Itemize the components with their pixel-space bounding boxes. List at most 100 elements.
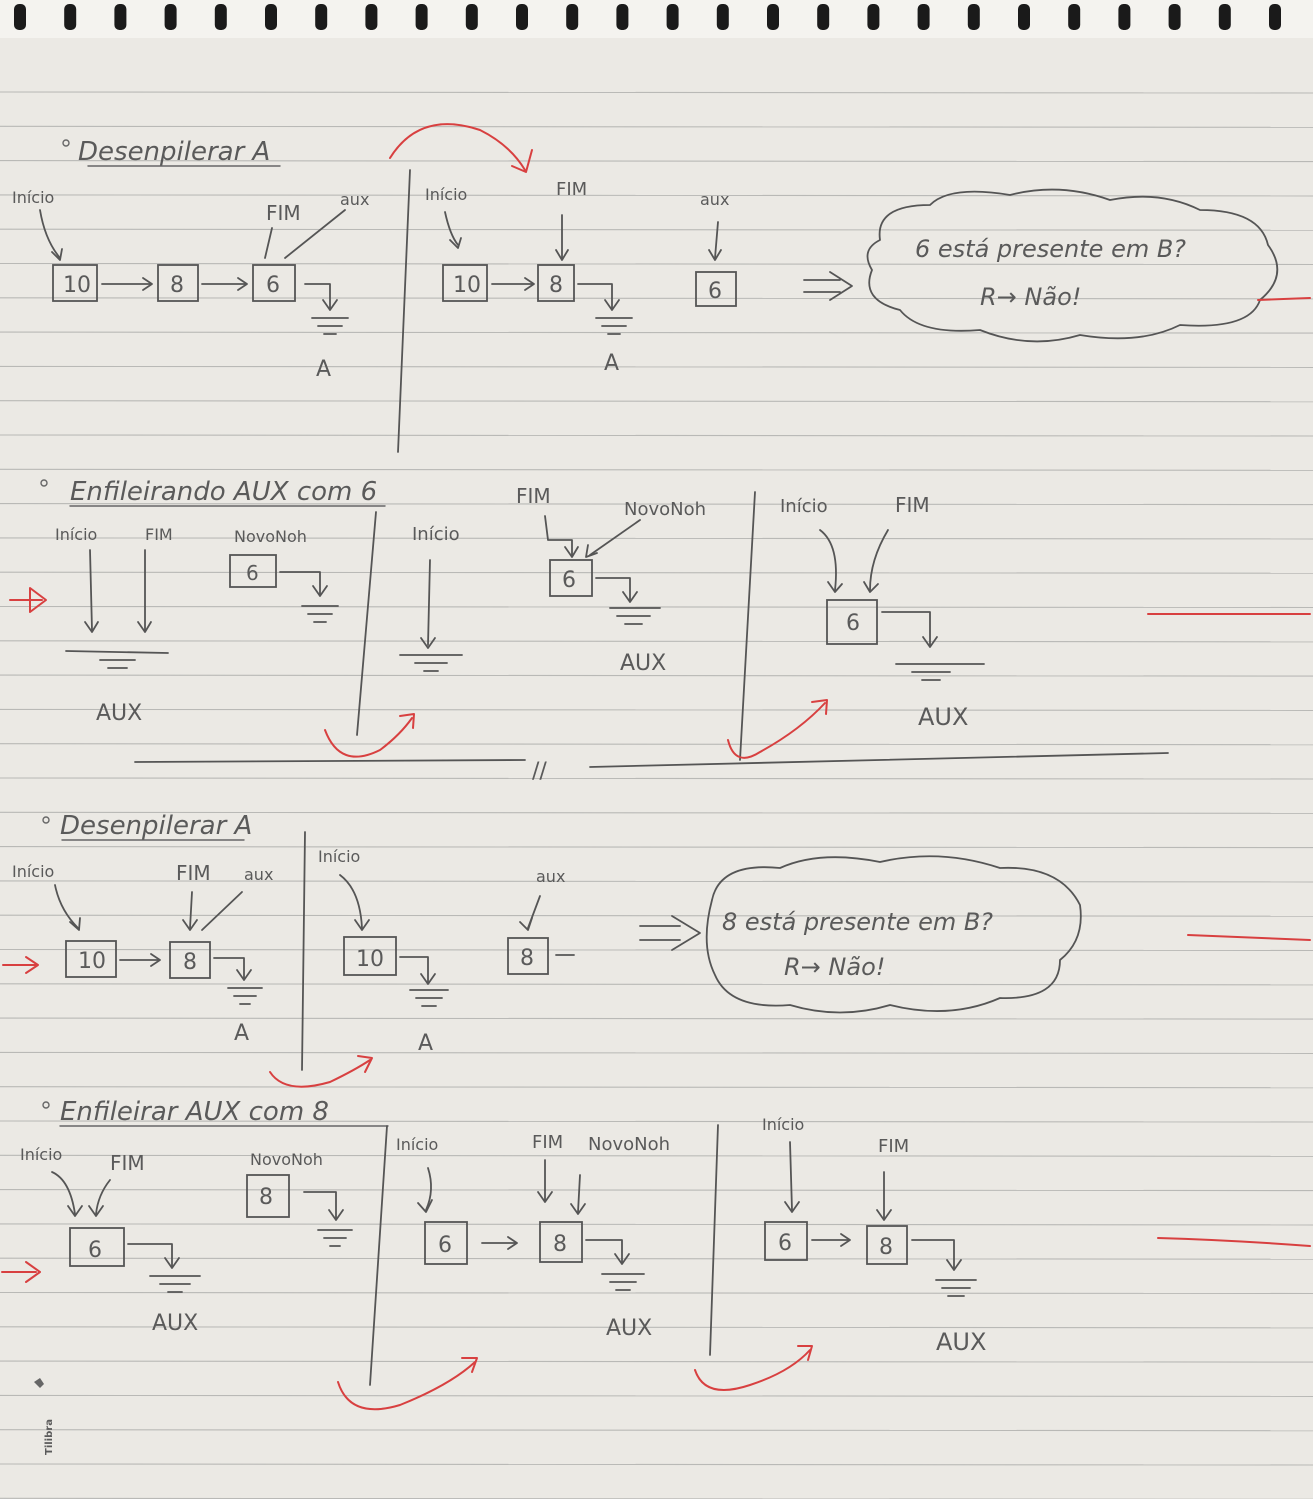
section-1-title: Desenpilerar A [78, 137, 270, 167]
aux-label: aux [244, 865, 273, 884]
panel-divider [397, 169, 411, 453]
section-2: Enfileirando AUX com 6 Início FIM NovoNo… [9, 477, 1311, 784]
spiral-ring [616, 4, 629, 30]
node-box [866, 1225, 908, 1265]
node-value: 10 [63, 273, 91, 298]
spiral-binding [0, 0, 1313, 38]
spiral-ring [14, 4, 26, 30]
spiral-ring [817, 4, 830, 30]
fim-label: FIM [556, 179, 587, 200]
aux-node-value: 8 [520, 946, 534, 971]
node-box [537, 264, 575, 302]
spiral-ring [967, 4, 980, 30]
node-value: 10 [453, 273, 481, 298]
aux-label: aux [340, 190, 369, 209]
cloud-answer: R→ Não! [784, 953, 885, 981]
red-arrow-icon [1, 1261, 41, 1283]
node-value: 8 [183, 950, 197, 975]
brand-logo: Tilibra [44, 1419, 55, 1455]
inicio-label: Início [20, 1145, 62, 1164]
brand-name: Tilibra [44, 1419, 55, 1455]
novo-noh-label: NovoNoh [250, 1150, 323, 1169]
fim-label: FIM [895, 493, 930, 517]
spiral-ring [365, 4, 378, 30]
fim-label: FIM [110, 1151, 145, 1175]
inicio-label: Início [55, 525, 97, 544]
aux-node-box [695, 271, 737, 307]
novo-node-value: 8 [259, 1185, 273, 1210]
fim-label: FIM [266, 201, 301, 225]
spiral-ring [1269, 4, 1281, 30]
queue-label: A [234, 1021, 249, 1046]
novo-noh-label: NovoNoh [234, 527, 307, 546]
node-value: 10 [78, 949, 106, 974]
node-value: 8 [549, 273, 563, 298]
spiral-ring [716, 4, 729, 30]
aux-node-value: 6 [708, 279, 722, 304]
queue-label: AUX [606, 1316, 652, 1341]
novo-node-box [229, 554, 277, 588]
node-box [343, 936, 397, 976]
inicio-label: Início [780, 496, 828, 517]
spiral-ring [516, 4, 528, 30]
aux-label: aux [536, 867, 565, 886]
cloud-answer: R→ Não! [980, 283, 1081, 311]
node-box [69, 1227, 125, 1267]
spiral-ring [315, 4, 328, 30]
node-value: 6 [266, 273, 280, 298]
novo-node-value: 6 [246, 561, 259, 585]
node-box [169, 941, 211, 979]
spiral-ring [415, 4, 428, 30]
spiral-ring [1218, 4, 1231, 30]
inicio-label: Início [396, 1135, 438, 1154]
spiral-ring [566, 4, 579, 30]
inicio-label: Início [318, 847, 360, 866]
node-box [442, 264, 488, 302]
aux-label: aux [700, 190, 729, 209]
cloud-question: 8 está presente em B? [722, 908, 993, 936]
inicio-label: Início [412, 524, 460, 545]
spiral-ring [1168, 4, 1181, 30]
inicio-label: Início [12, 188, 54, 207]
panel-divider [739, 491, 756, 761]
fim-label: FIM [532, 1132, 563, 1153]
aux-node-box [507, 937, 549, 975]
node-value: 6 [778, 1231, 792, 1256]
queue-label: A [316, 357, 331, 382]
fim-label: FIM [516, 484, 551, 508]
separator-mark: // [532, 759, 547, 784]
section-1: Desenpilerar A Início FIM aux 10 8 6 A I… [12, 123, 1311, 453]
fim-label: FIM [145, 525, 173, 544]
node-box [764, 1221, 808, 1261]
brand-icon [34, 1378, 44, 1388]
node-box [65, 940, 117, 978]
spiral-ring [666, 4, 679, 30]
spiral-ring [917, 4, 930, 30]
red-arrow-icon [2, 956, 39, 974]
node-value: 10 [356, 947, 384, 972]
inicio-label: Início [425, 185, 467, 204]
section-4: Enfileirar AUX com 8 Início FIM NovoNoh … [1, 1097, 1311, 1411]
node-value: 6 [846, 611, 860, 636]
inicio-label: Início [762, 1115, 804, 1134]
queue-label: A [604, 351, 619, 376]
spiral-ring [114, 4, 127, 30]
section-3-title: Desenpilerar A [60, 811, 252, 841]
queue-label: AUX [936, 1328, 986, 1356]
cloud-question: 6 está presente em B? [915, 235, 1186, 263]
spiral-ring [1018, 4, 1030, 30]
implies-arrow-icon [803, 271, 853, 301]
node-value: 6 [88, 1238, 102, 1263]
node-box [157, 264, 199, 302]
spiral-ring [867, 4, 880, 30]
implies-arrow-icon [639, 915, 701, 951]
novo-noh-label: NovoNoh [588, 1134, 670, 1155]
spiral-ring [164, 4, 177, 30]
queue-label: AUX [96, 701, 142, 726]
fim-label: FIM [878, 1136, 909, 1157]
fim-label: FIM [176, 861, 211, 885]
queue-label: AUX [152, 1311, 198, 1336]
node-box [52, 264, 98, 302]
section-3: Desenpilerar A Início FIM aux 10 8 A Iní… [2, 811, 1311, 1088]
